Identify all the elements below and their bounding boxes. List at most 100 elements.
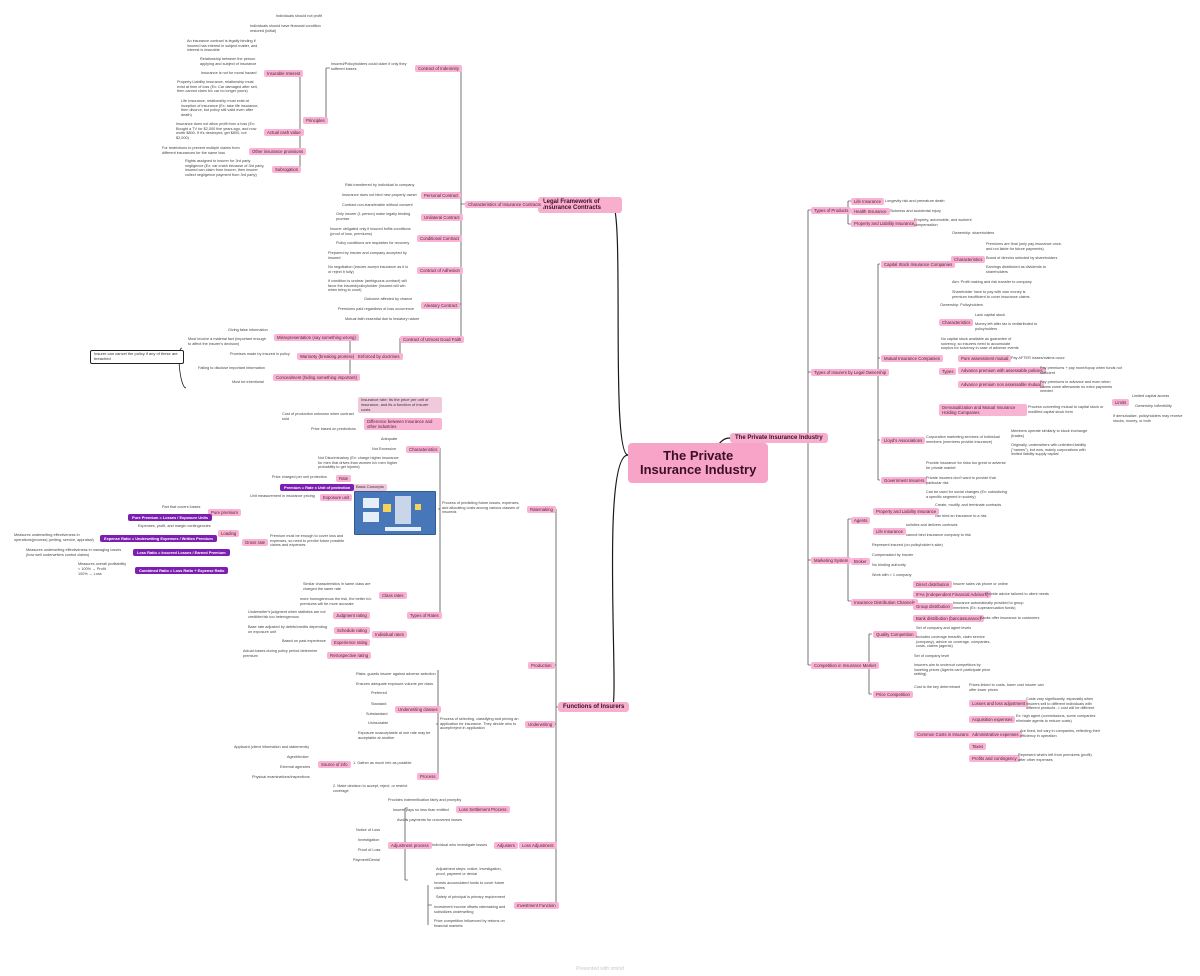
leaf-ap-1: Notice of Loss [356,828,381,832]
leaf-ls-1: Provides indemnification fairly and prom… [388,798,462,802]
leaf-other-provisions: For restrictions to prevent multiple cla… [162,146,240,155]
node-aleatory-contract[interactable]: Aleatory Contract [421,302,461,309]
node-underwriting[interactable]: Underwriting [525,721,556,728]
node-marketing-system[interactable]: Marketing System [811,557,852,564]
node-administrative-expenses[interactable]: Administrative expenses [969,731,1022,738]
leaf-cond-1: Insurer obligated only if insured fulfil… [330,227,411,236]
node-class-rates[interactable]: Class rates [379,592,407,599]
leaf-warranty: Promises made by insured in policy [230,352,290,356]
node-advance-non-assessable[interactable]: Advance premium non assessable mutual [958,381,1044,388]
leaf-char-2: Not Excessive [372,447,397,451]
node-basic-concepts[interactable]: Basic Concepts [353,484,387,491]
node-schedule-rating[interactable]: Schedule rating [334,627,370,634]
node-judgment-rating[interactable]: Judgment rating [333,612,370,619]
node-underwriting-classes[interactable]: Underwriting classes [395,706,441,713]
node-adjustment-process[interactable]: Adjustment process [388,842,432,849]
node-agent-property-liability[interactable]: Property and Liability Insurance [873,508,940,515]
node-common-costs[interactable]: Common Costs in Insurance [914,731,975,738]
node-government-insurers[interactable]: Government Insurers [881,477,928,484]
node-production[interactable]: Production [528,662,555,669]
node-group-distribution[interactable]: Group distribution [913,603,953,610]
node-health-insurance[interactable]: Health Insurance [851,208,890,215]
node-losses-adjustment[interactable]: Losses and loss adjustment [969,700,1029,707]
formula-loss-ratio: Loss Ratio = Incurred Losses / Earned Pr… [133,549,230,556]
node-conditional-contract[interactable]: Conditional Contract [417,235,462,242]
node-insurable-interest[interactable]: Insurable Interest [264,70,304,77]
node-demutualization[interactable]: Demutualization and Mutual Insurance Hol… [939,404,1027,416]
node-agents[interactable]: Agents [851,517,871,524]
node-uw-process[interactable]: Process [417,773,439,780]
leaf-proc-1: 1. Gather as much info as possible [353,761,412,765]
node-contract-of-adhesion[interactable]: Contract of Adhesion [417,267,463,274]
node-taxes[interactable]: Taxes [969,743,987,750]
node-exposure-unit[interactable]: Exposure unit [320,494,353,501]
node-investment-function[interactable]: Investment Function [514,902,559,909]
node-mu-types[interactable]: Types [939,368,957,375]
node-broker[interactable]: Broker [851,558,870,565]
node-quality-competition[interactable]: Quality Competition [873,631,917,638]
node-subrogation[interactable]: Subrogation [272,166,302,173]
node-utmost-good-faith[interactable]: Contract of Utmost Good Faith [400,336,465,343]
leaf-adh-1: Prepared by insurer and company accepted… [328,251,407,260]
node-warranty[interactable]: Warranty (breaking promise) [297,353,358,360]
node-loading[interactable]: Loading [218,530,240,537]
node-unilateral-contract[interactable]: Unilateral Contract [421,214,463,221]
leaf-rate: Price charged per unit protection [272,475,327,479]
leaf-inv-1: Invests accumulated funds to cover futur… [434,881,505,890]
node-capital-stock[interactable]: Capital Stock Insurance Companies [881,261,956,268]
node-pure-premium[interactable]: Pure premium [208,509,241,516]
node-rate-characteristics[interactable]: Characteristics [406,446,441,453]
node-characteristics-contracts[interactable]: Characteristics of Insurance Contracts [465,201,544,208]
node-profits-contingency[interactable]: Profits and contingency [969,755,1020,762]
node-other-insurance-provisions[interactable]: Other insurance provisions [249,148,307,155]
node-price-competition[interactable]: Price Competition [873,691,913,698]
node-types-legal-ownership[interactable]: Types of Insurers by Legal Ownership [811,369,890,376]
leaf-mu-c1: Lack capital stock [975,313,1005,317]
node-adjusters[interactable]: Adjusters [494,842,518,849]
leaf-ii-5: Life Insurance, relationship must exist … [181,99,259,117]
node-source-of-info[interactable]: Source of info [318,761,351,768]
node-types-of-rates[interactable]: Types of Rates [407,612,442,619]
node-competition[interactable]: Competition in Insurance Market [811,662,879,669]
node-life-insurance[interactable]: Life Insurance [851,198,884,205]
node-limits[interactable]: Limits [1112,399,1130,406]
node-lloyds[interactable]: Lloyd's Associations [881,437,926,444]
node-distribution-channels[interactable]: Insurance Distribution Channels [851,599,918,606]
node-advance-assessable[interactable]: Advance premium with assessable policies [958,367,1046,374]
branch-private-insurance-industry[interactable]: The Private Insurance Industry [730,433,828,443]
node-cs-characteristics[interactable]: Characteristics [951,256,986,263]
leaf-gov-1: Provide insurance for risks too great or… [926,461,1006,470]
leaf-acv: Insurance does not allow profit from a l… [176,122,257,140]
node-rate[interactable]: Rate [336,475,352,482]
node-actual-cash-value[interactable]: Actual cash value [264,129,304,136]
node-acquisition-expenses[interactable]: Acquisition expenses [969,716,1016,723]
node-principles[interactable]: Principles [303,117,328,124]
node-experience-rating[interactable]: Experience rating [331,639,371,646]
node-enforced-by-doctrines[interactable]: Enforced by doctrines [355,353,403,360]
branch-legal-framework[interactable]: Legal Framework of Insurance Contracts [538,197,622,213]
node-contract-of-indemnity[interactable]: Contract of Indemnity [415,65,462,72]
node-property-liability[interactable]: Property and Liability Insurance [851,220,918,227]
node-agent-life-insurance[interactable]: Life Insurance [873,528,906,535]
node-difference-industries[interactable]: Difference between Insurance and other i… [364,418,442,430]
leaf-price-3: Cost is the key determinant [914,685,961,689]
node-loss-adjustment[interactable]: Loss Adjustment [519,842,557,849]
node-pure-assessment[interactable]: Pure assessment mutual [958,355,1012,362]
node-direct-distribution[interactable]: Direct distribution [913,581,953,588]
node-retrospective-rating[interactable]: Retrospective rating [327,652,372,659]
times-sign-icon [415,504,421,510]
node-personal-contract[interactable]: Personal Contract [421,192,462,199]
node-types-of-products[interactable]: Types of Products [811,207,852,214]
node-bank-distribution[interactable]: Bank distribution (bancassurance) [913,615,984,622]
node-ratemaking[interactable]: Ratemaking [527,506,556,513]
node-mu-characteristics[interactable]: Characteristics [939,319,974,326]
node-misrepresentation[interactable]: Misrepresentation (say something wrong) [274,334,359,341]
node-mutual[interactable]: Mutual Insurance Companies [881,355,943,362]
node-gross-rate[interactable]: Gross rate [242,539,269,546]
branch-functions-of-insurers[interactable]: Functions of Insurers [558,702,630,712]
root-topic[interactable]: The Private Insurance Industry [628,443,769,483]
node-individual-rates[interactable]: Individual rates [372,631,407,638]
node-ifas[interactable]: IFAs (Independent Financial Advisors) [913,591,992,598]
node-concealment[interactable]: Concealment (hiding something important) [273,374,360,381]
node-loss-settlement[interactable]: Loss Settlement Process [456,806,510,813]
